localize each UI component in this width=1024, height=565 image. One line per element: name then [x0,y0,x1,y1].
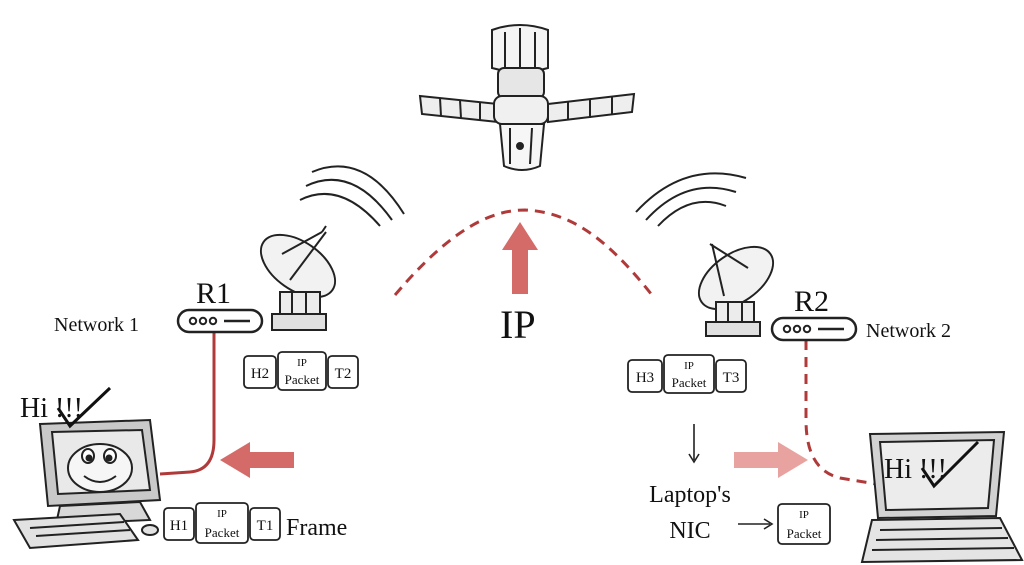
laptop-greeting: Hi !!! [884,454,947,485]
network-2-label: Network 2 [866,320,951,342]
right-arrow [734,442,808,478]
down-arrow-head [688,453,700,464]
laptop-nic-line2: NIC [669,518,710,544]
r1-desktop-link [159,332,216,476]
satellite [418,24,636,171]
laptop-nic-line1: Laptop's [649,482,731,508]
nic-arrow-head [763,518,774,530]
frame-payload-line2: Packet [205,525,240,540]
packet1-header: H2 [251,366,269,382]
router-r2: R2 Network 2 [770,285,951,342]
packet2-payload-line1: IP [684,360,694,372]
r1-label: R1 [196,277,231,310]
packet-h2-t2 [243,351,359,391]
r2-label: R2 [794,285,829,318]
router-r1-box [176,308,264,334]
packet2-trailer: T3 [723,370,740,386]
nic-payload-line2: Packet [787,526,822,541]
nic-payload-line1: IP [799,509,809,521]
satellite-link-dashed [393,208,654,296]
frame-trailer: T1 [257,518,274,534]
packet-h3-t3 [627,354,747,394]
frame-payload-line1: IP [217,508,227,520]
router-r1: R1 Network 1 [54,277,264,336]
packet2-payload-line2: Packet [672,375,707,390]
satellite-dish-left [259,165,405,331]
laptop [860,430,1024,564]
r2-laptop-link [804,340,877,486]
ip-up-arrow [502,222,538,294]
desktop-greeting: Hi !!! [20,393,83,424]
router-r2-box [770,316,858,342]
links [159,208,877,486]
frame-h1-t1 [163,502,281,544]
ip-protocol-label: IP [500,302,536,347]
frame-caption: Frame [286,515,347,541]
desktop-computer [12,418,162,550]
packet2-header: H3 [636,370,654,386]
packet1-trailer: T2 [335,366,352,382]
left-arrow [220,442,294,478]
network-1-label: Network 1 [54,314,139,336]
frame-header: H1 [170,518,188,534]
laptop-check-mark [920,440,980,489]
nic-ip-packet [777,503,831,545]
satellite-dish-right [635,172,775,337]
packet1-payload-line2: Packet [285,372,320,387]
packet1-payload-line1: IP [297,357,307,369]
desktop-check-mark [56,386,112,429]
